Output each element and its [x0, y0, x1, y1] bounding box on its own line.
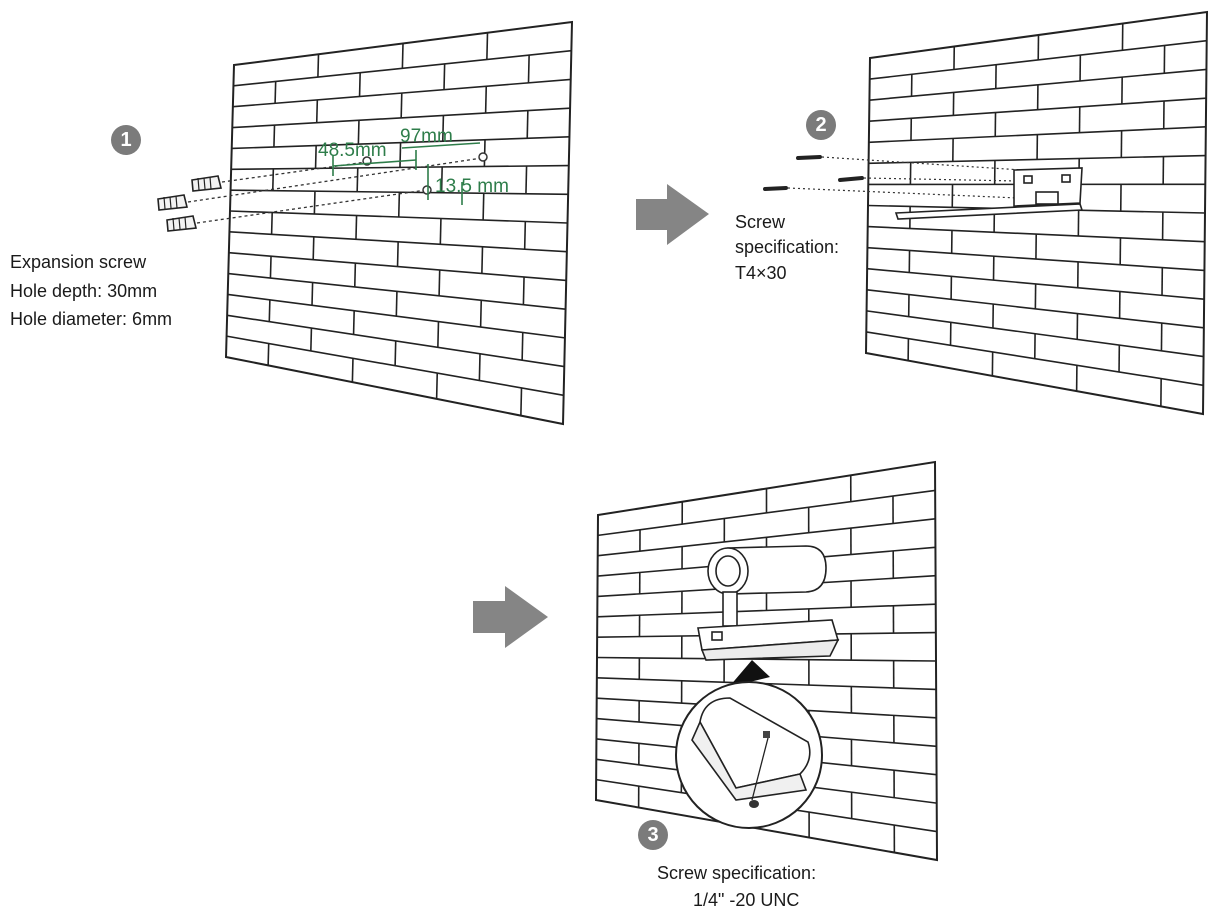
hole-diameter-label: Hole diameter: 6mm: [10, 309, 173, 329]
step-2-badge: 2: [806, 110, 836, 140]
screw-spec-value: T4×30: [735, 263, 787, 283]
next-step-arrow-icon: [473, 586, 548, 648]
dimension-48-5mm-label: 48.5mm: [318, 140, 387, 161]
step-1-badge: 1: [111, 125, 141, 155]
dimension-13-5mm-label: 13.5 mm: [435, 176, 509, 197]
screw-spec-label-line2: specification:: [735, 237, 840, 257]
screw-icon: [796, 155, 822, 160]
expansion-screws: [157, 152, 488, 232]
expansion-screw-label: Expansion screw: [10, 252, 147, 272]
camera-assembly: [697, 545, 840, 661]
hole-depth-label: Hole depth: 30mm: [10, 281, 158, 301]
next-step-arrow-icon: [636, 184, 709, 245]
screw-icon: [838, 176, 864, 182]
expansion-screw-icon: [157, 194, 188, 211]
step-3-badge: 3: [638, 820, 668, 850]
mounting-bracket: [894, 167, 1084, 220]
drill-hole: [478, 152, 488, 162]
dimension-97mm-label: 97mm: [400, 126, 453, 147]
brick-wall-1: [224, 20, 574, 426]
expansion-screw-icon: [166, 215, 197, 232]
camera-screw-spec-label: Screw specification:: [657, 863, 817, 883]
camera-screw-spec-value: 1/4" -20 UNC: [693, 890, 800, 910]
expansion-screw-icon: [191, 175, 222, 192]
drill-hole: [422, 185, 432, 195]
screw-icon: [763, 186, 788, 191]
screw-spec-label: Screw: [735, 212, 786, 232]
magnifier-detail: [675, 660, 823, 829]
dimension-lines: [332, 142, 481, 205]
